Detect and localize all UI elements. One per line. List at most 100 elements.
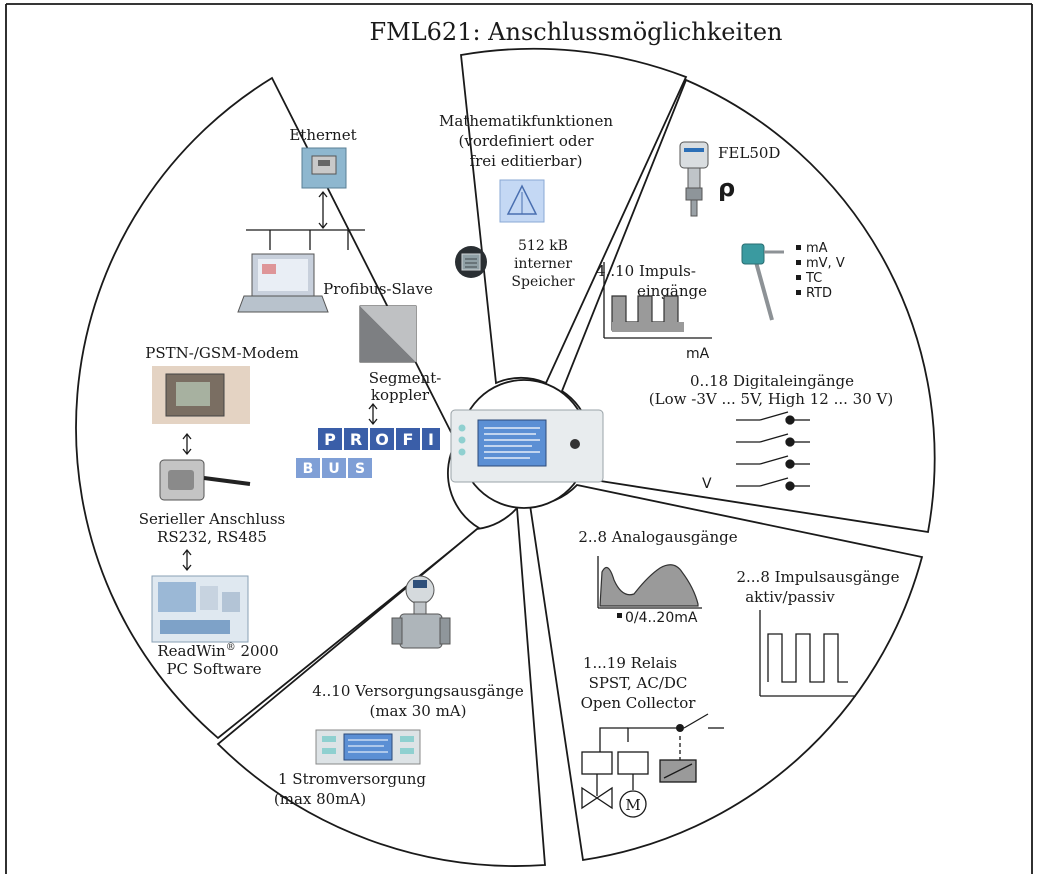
relay-circuit-icon: M (581, 713, 724, 818)
relay-box-2 (617, 751, 649, 775)
impulse-inputs-graph (603, 262, 712, 339)
motor-label: M (625, 796, 640, 814)
impulse-outputs-label-1: 2...8 Impulsausgänge (736, 568, 899, 586)
profibus-logo: P R O F I B U S (296, 428, 440, 478)
profibus-bus-tiles (296, 458, 372, 478)
analog-type-rtd: RTD (806, 286, 832, 301)
digital-inputs-label-2: (Low -3V ... 5V, High 12 ... 30 V) (649, 390, 893, 408)
analog-type-ma: mA (806, 241, 828, 256)
motor-icon (619, 790, 647, 818)
pc-software-label: PC Software (166, 660, 261, 678)
flowmeter-icon (391, 575, 451, 649)
memory-label-1: 512 kB (518, 238, 568, 254)
laptop-icon (237, 253, 329, 313)
readwin-software-icon (151, 575, 249, 643)
fel50d-label: FEL50D (718, 144, 780, 162)
valve-icon (581, 774, 613, 810)
profibus-letter-i: I (428, 430, 434, 449)
relays-label-2: SPST, AC/DC (589, 674, 688, 692)
network-bus-icon (246, 229, 365, 250)
supply-section: 4..10 Versorgungsausgänge (max 30 mA) 1 … (274, 575, 524, 808)
temperature-sensor-icon (741, 243, 784, 321)
density-symbol: ρ (718, 174, 735, 202)
digital-inputs-unit: V (702, 476, 712, 492)
impulse-graph-pulses (611, 295, 679, 331)
analog-type-bullet-2 (796, 260, 801, 265)
serial-connector-icon (159, 459, 251, 501)
fel50d-sensor-icon (679, 141, 709, 217)
analog-range-bullet (617, 613, 622, 618)
memory-label-3: Speicher (511, 274, 574, 290)
segment-coupler-label-2: koppler (371, 386, 430, 404)
segment-coupler-icon (359, 305, 417, 363)
relays-label-1: 1...19 Relais (583, 654, 677, 672)
impulse-inputs-unit: mA (686, 346, 710, 362)
analog-type-mv: mV, V (806, 256, 845, 271)
profibus-bus-letter-b: B (303, 461, 314, 477)
power-supply-icon (315, 729, 421, 765)
impulse-inputs-label-1: 4..10 Impuls- (596, 262, 696, 280)
impulse-outputs-graph (759, 610, 856, 697)
relay-box-1 (581, 751, 613, 775)
math-label-3: frei editierbar) (470, 152, 583, 170)
memory-chip-icon (455, 246, 487, 278)
device-display-lines (484, 427, 540, 459)
analog-outputs-graph (597, 556, 702, 609)
center-device (450, 379, 604, 509)
wedge-communication (75, 76, 481, 740)
serial-label-2: RS232, RS485 (157, 528, 267, 546)
ethernet-plug-icon (301, 147, 347, 189)
readwin-registered-mark: ® (226, 642, 236, 653)
profibus-logo-tiles (318, 428, 440, 450)
math-section: Mathematikfunktionen (vordefiniert oder … (439, 112, 613, 290)
analog-graph-curve (599, 564, 699, 607)
relay-contact (676, 724, 684, 732)
ethernet-arrow-icon (318, 190, 328, 230)
communication-section: Ethernet Profibus-Slave (139, 126, 442, 678)
analog-range-label: 0/4..20mA (625, 610, 698, 626)
analog-type-bullet-4 (796, 290, 801, 295)
wedge-math (460, 47, 688, 385)
digital-inputs-label-1: 0..18 Digitaleingänge (690, 372, 854, 390)
readwin-label: ReadWin® 2000 (157, 642, 278, 660)
serial-arrow-icon (182, 548, 192, 572)
digital-switches-icon (736, 411, 810, 491)
profibus-letter-p: P (324, 430, 336, 449)
readwin-year: 2000 (236, 642, 279, 660)
profibus-arrow-icon (368, 402, 378, 426)
math-function-icon (499, 179, 545, 223)
math-label-2: (vordefiniert oder (459, 132, 595, 150)
device-display (477, 419, 547, 467)
power-label-2: (max 80mA) (274, 790, 366, 808)
impulse-inputs-label-2: eingänge (637, 282, 707, 300)
profibus-letter-f: F (403, 430, 414, 449)
analog-type-bullet-3 (796, 275, 801, 280)
device-buttons (458, 424, 466, 456)
impulse-out-pulses (767, 633, 848, 683)
analog-type-bullet-1 (796, 245, 801, 250)
analog-outputs-label: 2..8 Analogausgänge (578, 528, 737, 546)
readwin-name: ReadWin (157, 642, 226, 660)
segment-coupler-label-1: Segment- (369, 369, 442, 387)
profibus-letter-r: R (350, 430, 362, 449)
supply-outputs-label-1: 4..10 Versorgungsausgänge (312, 682, 524, 700)
profibus-letter-o: O (375, 430, 389, 449)
modem-arrow-icon (182, 432, 192, 456)
power-label-1: 1 Stromversorgung (278, 770, 426, 788)
outer-frame (5, 3, 1033, 874)
impulse-graph-base (612, 322, 684, 332)
math-label-1: Mathematikfunktionen (439, 112, 613, 130)
inputs-section: FEL50D ρ 4..10 Impuls- eingänge mA mA mV… (596, 141, 893, 492)
analog-type-tc: TC (805, 271, 822, 286)
ethernet-label: Ethernet (289, 126, 356, 144)
serial-label-1: Serieller Anschluss (139, 510, 286, 528)
profibus-bus-letter-s: S (355, 461, 365, 477)
wedge-supply (216, 505, 546, 867)
outputs-section: 2..8 Analogausgänge 0/4..20mA 2...8 Impu… (578, 528, 900, 818)
analog-type-list: mA mV, V TC RTD (796, 241, 845, 301)
memory-label-2: interner (514, 256, 572, 272)
diagram-title: FML621: Anschlussmöglichkeiten (369, 18, 782, 46)
supply-outputs-label-2: (max 30 mA) (369, 702, 466, 720)
device-knob (570, 439, 580, 449)
